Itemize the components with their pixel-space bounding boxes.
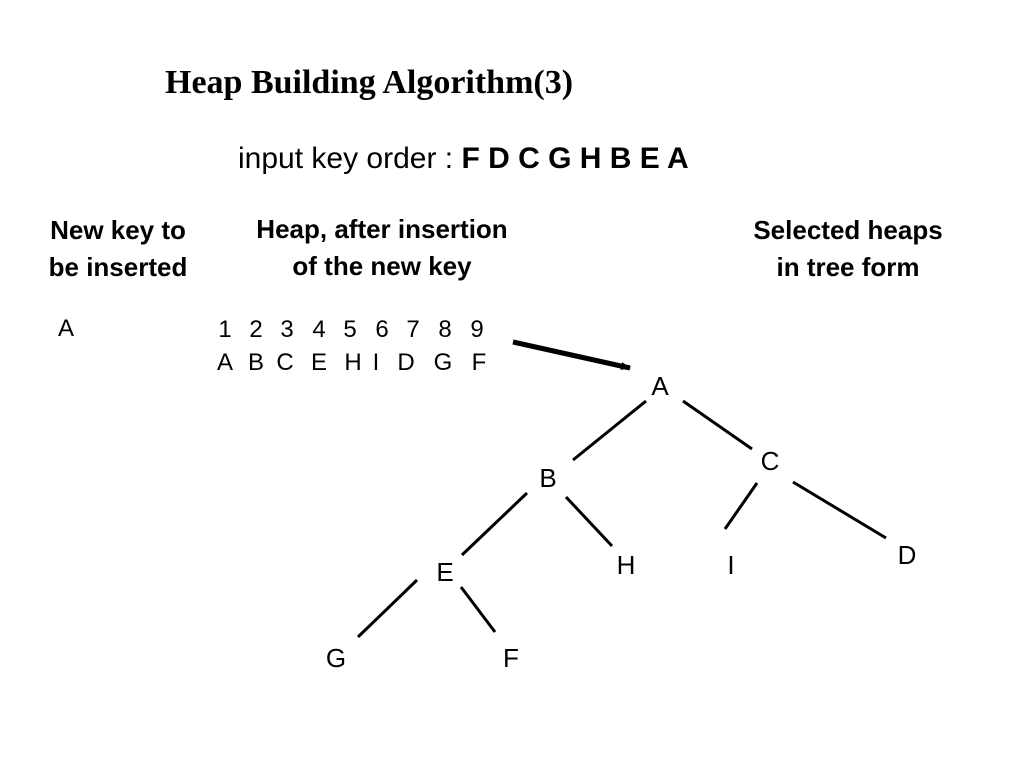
heap-value: E xyxy=(310,349,327,376)
heap-value: I xyxy=(372,349,380,376)
heap-value: G xyxy=(433,349,453,376)
edge-c-i xyxy=(723,482,759,530)
array-to-tree-arrow xyxy=(512,339,631,371)
heap-index: 9 xyxy=(470,316,484,343)
heap-index: 7 xyxy=(406,316,420,343)
edge-a-c xyxy=(682,399,753,451)
input-label: input key order : xyxy=(238,142,462,175)
edge-c-d xyxy=(792,480,887,540)
input-key-order: input key order : F D C G H B E A xyxy=(238,142,689,176)
column-header-tree: Selected heaps in tree form xyxy=(753,215,943,282)
heap-index: 2 xyxy=(249,316,263,343)
edge-b-e xyxy=(460,491,529,557)
edge-e-g xyxy=(356,578,419,639)
tree-node-i: I xyxy=(727,550,735,580)
column-header-heap: Heap, after insertion of the new key xyxy=(256,214,508,281)
heap-index: 6 xyxy=(375,316,389,343)
tree-node-d: D xyxy=(897,540,917,570)
slide-title: Heap Building Algorithm(3) xyxy=(165,64,574,101)
tree-node-c: C xyxy=(760,446,780,476)
heap-index: 4 xyxy=(312,316,326,343)
heap-value: C xyxy=(276,349,294,376)
heap-index: 8 xyxy=(438,316,452,343)
heap-value: H xyxy=(344,349,362,376)
new-key-value: A xyxy=(58,315,75,342)
heap-value: D xyxy=(397,349,415,376)
tree-node-a: A xyxy=(651,371,669,401)
heap-index: 1 xyxy=(218,316,232,343)
tree-node-f: F xyxy=(503,643,519,673)
tree-node-e: E xyxy=(436,557,454,587)
edge-e-f xyxy=(459,586,497,633)
column-header-new-key: New key to be inserted xyxy=(48,215,188,282)
heap-value: A xyxy=(216,349,233,376)
heap-value: B xyxy=(247,349,264,376)
edge-b-h xyxy=(564,495,614,548)
tree-node-h: H xyxy=(616,550,636,580)
heap-value: F xyxy=(471,349,487,376)
tree-node-b: B xyxy=(539,463,557,493)
tree-node-g: G xyxy=(325,643,347,673)
heap-index: 5 xyxy=(343,316,357,343)
input-keys: F D C G H B E A xyxy=(461,142,689,175)
edge-a-b xyxy=(572,399,647,462)
heap-index: 3 xyxy=(280,316,294,343)
